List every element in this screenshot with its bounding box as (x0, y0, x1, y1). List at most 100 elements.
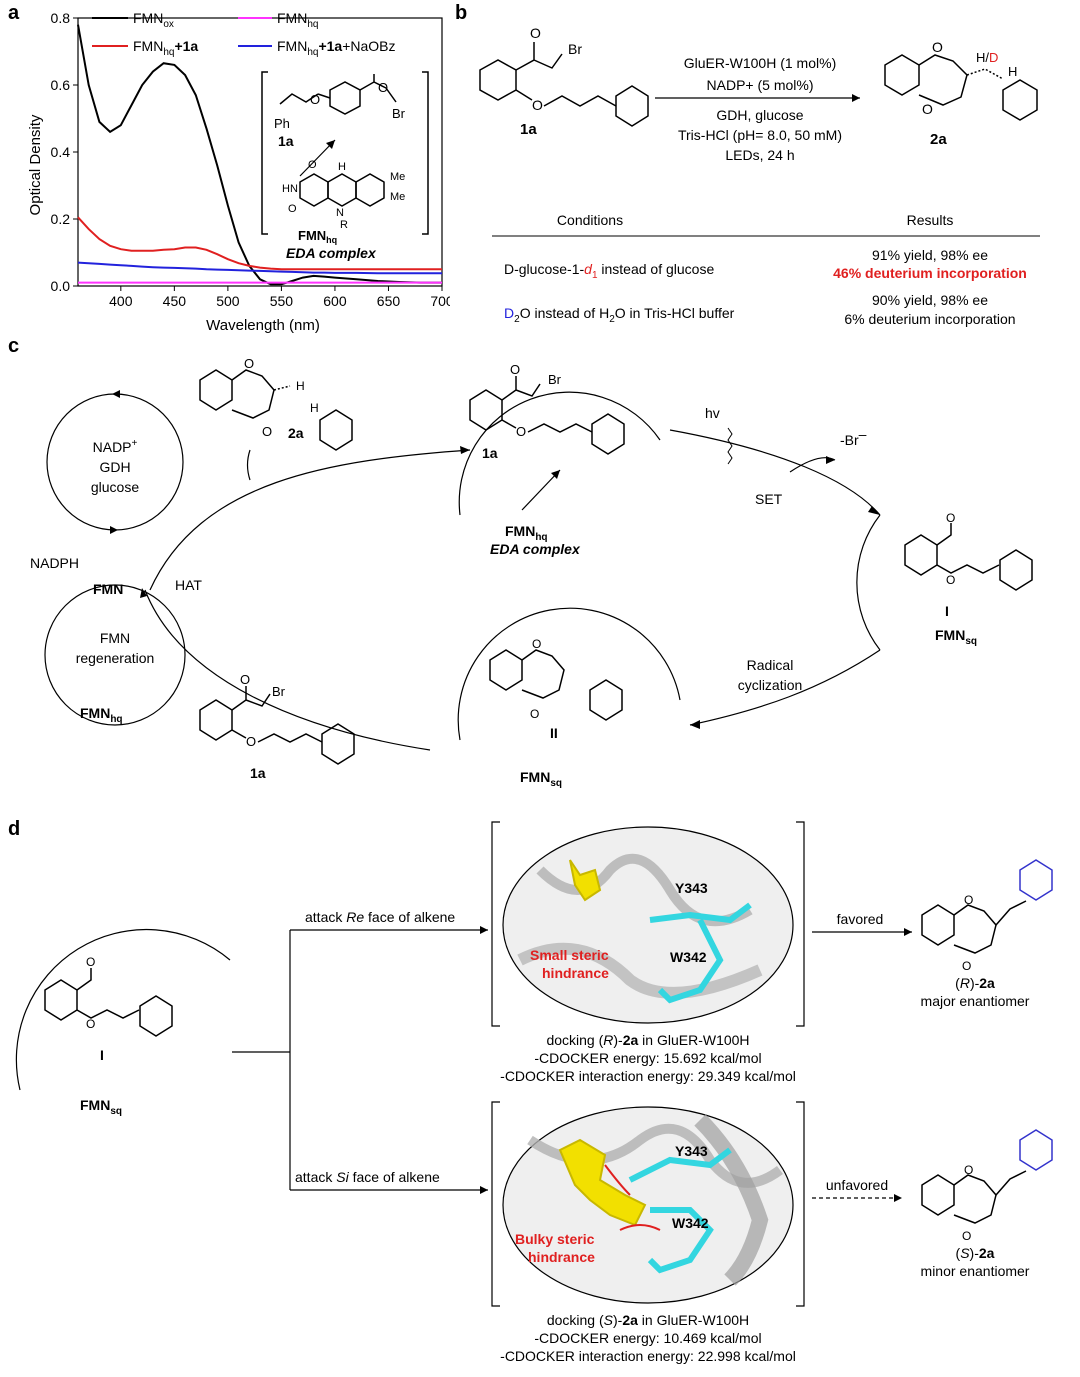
svg-text:Br: Br (392, 106, 406, 121)
svg-text:O: O (262, 424, 272, 439)
dock-intermediate-I: O O (44, 955, 173, 1037)
substrate-label: 1a (520, 121, 537, 138)
row1-condition: D-glucose-1-d1 instead of glucose (504, 261, 714, 281)
cycle-substrate-1a-bottom: O Br O (199, 672, 355, 765)
svg-text:docking (S)-2a in GluER-W100H: docking (S)-2a in GluER-W100H (547, 1312, 749, 1328)
svg-text:O: O (240, 672, 250, 687)
svg-text:R: R (340, 219, 348, 231)
x-tick-label: 600 (323, 293, 347, 309)
series-line-fmnhq-1a (77, 216, 442, 271)
svg-text:Small steric: Small steric (530, 947, 609, 963)
svg-text:-CDOCKER interaction energy: 2: -CDOCKER interaction energy: 29.349 kcal… (500, 1068, 796, 1084)
svg-text:1a: 1a (482, 445, 498, 461)
svg-text:H: H (338, 161, 346, 173)
hat-label: HAT (175, 577, 202, 593)
inset-eda-complex: O O Ph Br 1a HN O O H N R Me Me FMNhq ED… (261, 71, 429, 261)
fmn-regen-circle (44, 584, 186, 726)
svg-text:W342: W342 (670, 949, 707, 965)
svg-text:O: O (310, 92, 320, 107)
x-tick-label: 650 (377, 293, 401, 309)
svg-text:N: N (336, 207, 344, 219)
svg-text:O: O (244, 356, 254, 371)
svg-text:O: O (532, 637, 541, 651)
svg-text:(S)-2a: (S)-2a (956, 1245, 995, 1261)
svg-text:FMN: FMN (100, 630, 130, 646)
svg-text:W342: W342 (672, 1215, 709, 1231)
svg-text:-CDOCKER interaction energy: 2: -CDOCKER interaction energy: 22.998 kcal… (500, 1348, 796, 1364)
svg-text:O: O (962, 959, 971, 973)
svg-text:cyclization: cyclization (738, 677, 803, 693)
legend-fmnhq-1a: FMNhq+1a (133, 38, 198, 58)
svg-text:FMN: FMN (93, 581, 123, 597)
cycle-intermediate-I: O O (904, 511, 1033, 591)
legend-fmnox: FMNox (133, 10, 174, 30)
y-tick-label: 0.0 (51, 278, 71, 294)
svg-text:O: O (86, 955, 95, 969)
y-tick-label: 0.2 (51, 211, 71, 227)
inset-fmnhq: FMNhq (298, 228, 337, 245)
svg-text:favored: favored (837, 911, 884, 927)
svg-text:-CDOCKER energy: 15.692 kcal/m: -CDOCKER energy: 15.692 kcal/mol (534, 1050, 761, 1066)
attack-si-label: attack Si face of alkene (295, 1169, 440, 1185)
svg-text:FMNsq: FMNsq (80, 1097, 122, 1117)
svg-text:minor enantiomer: minor enantiomer (921, 1263, 1030, 1279)
svg-text:2a: 2a (288, 425, 304, 441)
svg-text:O: O (962, 1229, 971, 1243)
panel-b-scheme: O Br O 1a GluER-W100H (1 mol%) NADP+ (5 … (479, 25, 1040, 327)
legend-fmnhq: FMNhq (277, 10, 318, 30)
panel-letter-b: b (455, 2, 468, 24)
svg-text:HN: HN (282, 183, 298, 195)
svg-text:H: H (1008, 64, 1017, 79)
r-2a-structure: O O (921, 859, 1053, 973)
product-label: 2a (930, 131, 947, 148)
table-header-results: Results (907, 212, 954, 228)
x-tick-label: 450 (163, 293, 187, 309)
x-tick-label: 700 (430, 293, 450, 309)
y-tick-label: 0.4 (51, 144, 71, 160)
svg-text:O: O (288, 203, 297, 215)
svg-text:H: H (310, 401, 319, 415)
reagent-buffer: Tris-HCl (pH= 8.0, 50 mM) (678, 127, 842, 143)
inset-eda-label: EDA complex (286, 245, 377, 261)
svg-text:hindrance: hindrance (542, 965, 609, 981)
x-tick-label: 400 (109, 293, 133, 309)
svg-text:O: O (510, 362, 520, 377)
svg-text:O: O (532, 97, 543, 113)
svg-text:O: O (964, 893, 973, 907)
svg-text:Radical: Radical (747, 657, 794, 673)
svg-text:I: I (100, 1047, 104, 1063)
series-line-fmnhq-1a-naobz (77, 261, 442, 275)
svg-text:O: O (946, 573, 955, 587)
eda-arc (458, 391, 661, 516)
x-tick-label: 500 (216, 293, 240, 309)
cycle-intermediate-II: O O (489, 637, 623, 721)
svg-text:O: O (308, 159, 317, 171)
svg-text:Bulky steric: Bulky steric (515, 1231, 595, 1247)
svg-text:hv: hv (705, 405, 720, 421)
y-tick-label: 0.8 (51, 10, 71, 26)
svg-text:Ph: Ph (274, 116, 290, 131)
panel-d-docking: O O I FMNsq attack Re face of alkene att… (15, 821, 1053, 1364)
product-2a-structure: O O H/D H (884, 39, 1038, 121)
svg-text:O: O (86, 1017, 95, 1031)
svg-text:GDH: GDH (99, 459, 130, 475)
svg-text:I: I (945, 603, 949, 619)
svg-text:Br: Br (272, 684, 286, 699)
x-tick-label: 550 (270, 293, 294, 309)
svg-text:Me: Me (390, 171, 405, 183)
svg-text:SET: SET (755, 491, 783, 507)
panel-letter-a: a (8, 2, 20, 24)
svg-text:-Br–: -Br– (840, 426, 867, 448)
svg-text:unfavored: unfavored (826, 1177, 888, 1193)
reagent-gdh: GDH, glucose (716, 107, 803, 123)
s-2a-structure: O O (921, 1129, 1053, 1243)
reagent-enzyme: GluER-W100H (1 mol%) (684, 55, 836, 71)
svg-text:H/D: H/D (976, 50, 998, 65)
row2-result-deuterium: 6% deuterium incorporation (844, 311, 1015, 327)
svg-text:O: O (246, 734, 256, 749)
row1-result-deuterium: 46% deuterium incorporation (833, 265, 1027, 281)
svg-text:FMNsq: FMNsq (520, 769, 562, 789)
svg-text:regeneration: regeneration (76, 650, 155, 666)
y-tick-label: 0.6 (51, 77, 71, 93)
